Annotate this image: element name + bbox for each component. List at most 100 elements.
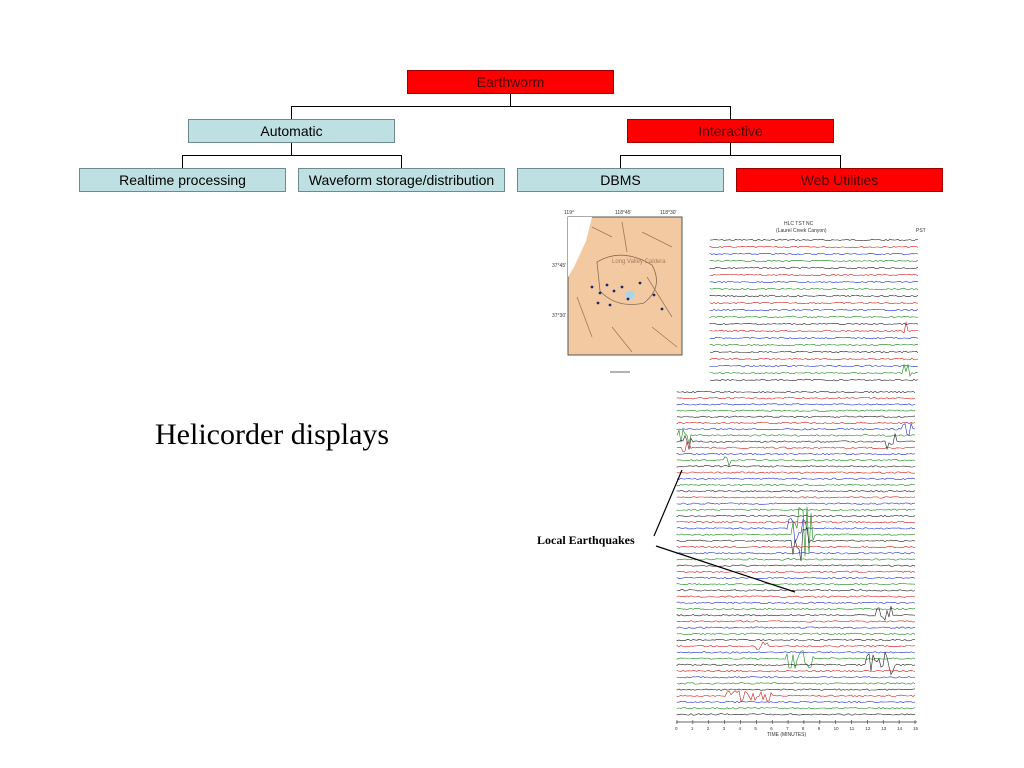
dbms-node: DBMS: [517, 168, 724, 192]
trace-line: [676, 700, 916, 704]
station-marker: [596, 301, 600, 305]
trace-line: [709, 315, 919, 319]
helicorder-header: HLC TST NC: [784, 221, 814, 227]
trace-line: [676, 651, 916, 676]
trace-line: [709, 287, 919, 291]
trace-line: [709, 252, 919, 256]
tree-connector: [840, 155, 841, 169]
map-lat-label: 37°30': [552, 313, 566, 319]
realtime-processing-node: Realtime processing: [79, 168, 286, 192]
time-tick-label: 7: [786, 726, 789, 731]
trace-line: [676, 638, 916, 642]
interactive-node: Interactive: [627, 119, 834, 143]
waveform-storage-node: Waveform storage/distribution: [298, 168, 505, 192]
trace-line: [676, 508, 916, 511]
tree-connector: [182, 155, 402, 156]
trace-line: [676, 607, 916, 611]
trace-line: [677, 415, 916, 418]
tree-connector: [620, 155, 621, 169]
time-tick-label: 10: [834, 726, 840, 731]
helicorder-subheader: (Laurel Creek Canyon): [776, 228, 827, 234]
trace-line: [676, 456, 916, 467]
trace-line: [676, 564, 916, 567]
trace-line: [709, 364, 919, 377]
trace-line: [709, 308, 919, 312]
time-tick-label: 5: [754, 726, 757, 731]
station-marker: [612, 289, 616, 293]
trace-line: [676, 409, 916, 412]
tree-connector: [401, 155, 402, 169]
trace-line: [709, 350, 919, 354]
map-lon-label: 118°45': [615, 210, 632, 216]
trace-line: [676, 433, 916, 451]
trace-line: [676, 502, 915, 505]
trace-line: [709, 336, 919, 340]
trace-line: [676, 682, 916, 685]
helicorder-upper: HLC TST NC (Laurel Creek Canyon) PST: [706, 218, 932, 386]
time-axis-label: TIME (MINUTES): [767, 732, 806, 738]
trace-line: [676, 676, 916, 679]
trace-line: [709, 273, 919, 277]
trace-line: [709, 343, 919, 347]
seismic-traces: [676, 390, 916, 716]
trace-line: [676, 397, 916, 400]
trace-line: [709, 294, 919, 298]
trace-line: [676, 483, 916, 487]
trace-line: [676, 601, 916, 604]
station-marker: [605, 283, 609, 287]
trace-line: [676, 471, 915, 474]
time-tick-label: 4: [738, 726, 741, 731]
station-marker: [626, 297, 630, 301]
trace-line: [709, 259, 919, 263]
time-tick-label: 3: [723, 726, 726, 731]
tree-connector: [730, 106, 731, 120]
trace-line: [709, 238, 919, 242]
helicorder-right-header: PST: [916, 228, 926, 234]
trace-line: [676, 518, 915, 544]
trace-line: [709, 378, 919, 382]
trace-line: [709, 266, 919, 270]
trace-line: [676, 441, 916, 453]
tree-connector: [291, 106, 292, 120]
trace-line: [676, 422, 916, 436]
trace-line: [709, 245, 919, 249]
trace-line: [676, 421, 916, 425]
trace-line: [676, 403, 916, 406]
trace-line: [676, 688, 916, 691]
trace-line: [709, 322, 919, 326]
tree-connector: [291, 143, 292, 156]
trace-line: [676, 477, 916, 480]
map-lat-label: 37°45': [552, 263, 566, 269]
trace-line: [676, 496, 916, 499]
station-markers: [590, 281, 664, 311]
time-tick-label: 8: [802, 726, 805, 731]
station-marker: [652, 293, 656, 297]
trace-line: [676, 552, 916, 555]
time-tick-label: 12: [865, 726, 871, 731]
trace-line: [676, 428, 916, 445]
tree-connector: [730, 143, 731, 156]
trace-line: [677, 632, 916, 635]
trace-line: [676, 583, 916, 586]
tree-connector: [182, 155, 183, 169]
map-lon-label: 118°30': [660, 210, 677, 216]
station-marker: [620, 285, 624, 289]
trace-line: [676, 620, 916, 623]
time-tick-label: 1: [691, 726, 694, 731]
trace-line: [676, 589, 916, 592]
automatic-node: Automatic: [188, 119, 395, 143]
trace-line: [676, 514, 916, 518]
trace-line: [676, 576, 916, 580]
time-tick-label: 2: [707, 726, 710, 731]
trace-line: [676, 527, 916, 562]
slide-title: Helicorder displays: [155, 418, 390, 451]
trace-line: [676, 452, 916, 456]
station-marker: [660, 307, 664, 311]
time-tick-label: 15: [913, 726, 919, 731]
trace-line: [676, 390, 916, 394]
time-tick-label: 11: [850, 726, 855, 731]
trace-line: [676, 558, 916, 561]
